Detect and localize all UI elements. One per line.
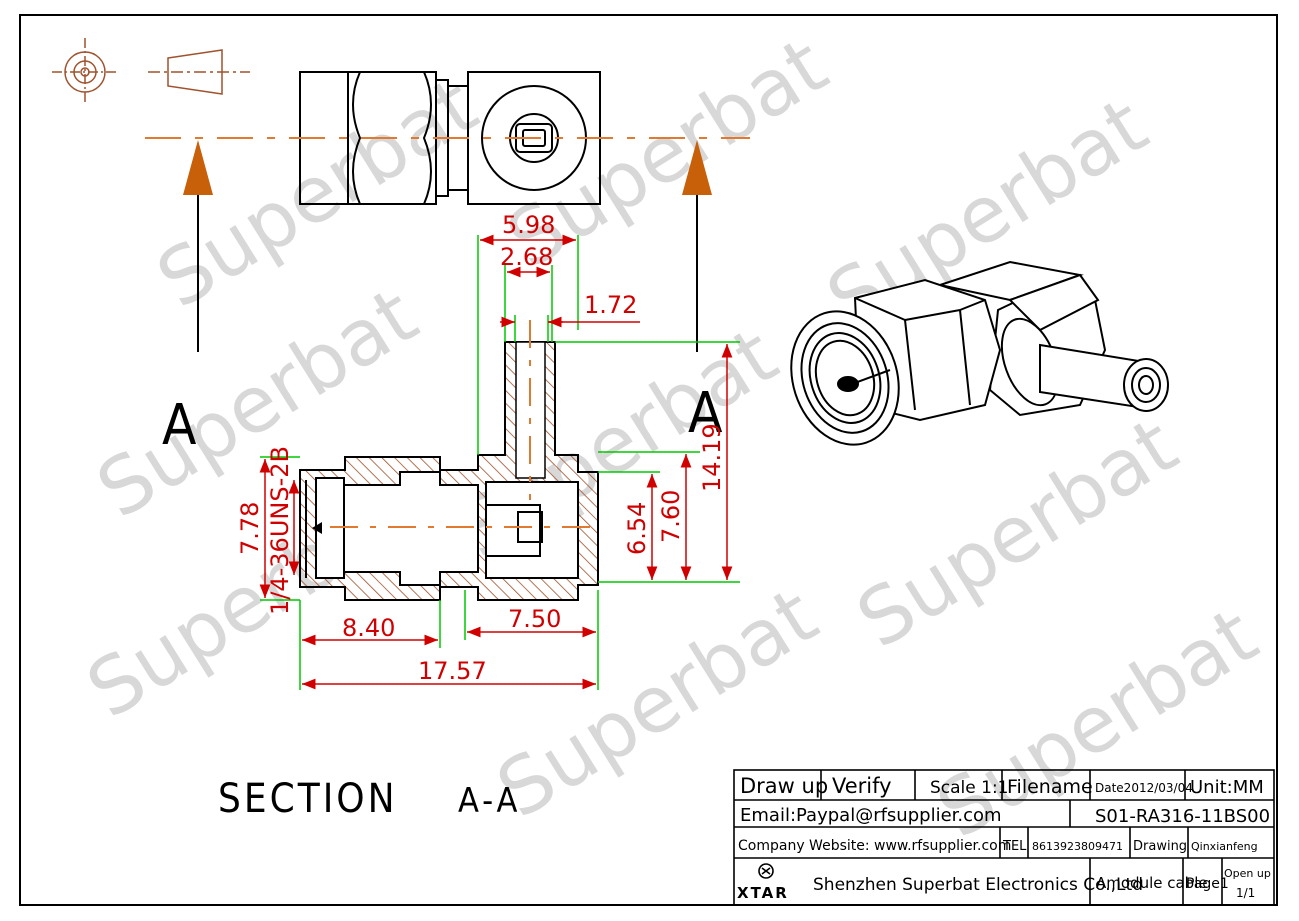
tb-page: Page1 bbox=[1186, 876, 1229, 892]
section-arrow-right-icon bbox=[682, 140, 712, 195]
dim-thread: 1/4-36UNS-2B bbox=[266, 446, 294, 615]
dim-17-57: 17.57 bbox=[418, 657, 487, 685]
tb-scale: Scale 1:1 bbox=[930, 778, 1009, 798]
connector-isometric-view bbox=[790, 260, 1169, 446]
dim-7-50: 7.50 bbox=[508, 605, 561, 633]
tb-drawer: Qinxianfeng bbox=[1191, 840, 1258, 853]
dim-7-78: 7.78 bbox=[236, 502, 264, 555]
tb-logo-text: XTAR bbox=[737, 884, 789, 902]
tb-date: Date2012/03/04 bbox=[1095, 781, 1193, 795]
dim-1-72: 1.72 bbox=[584, 291, 637, 319]
sheet-border bbox=[19, 14, 1278, 906]
xtar-logo-icon: XTAR bbox=[737, 863, 789, 902]
title-block-text: Draw up Verify Scale 1:1 Filename Date20… bbox=[737, 774, 1271, 902]
tb-part-number: S01-RA316-11BS00 bbox=[1095, 806, 1270, 827]
section-arrows bbox=[183, 140, 712, 352]
watermarks: Superbat Superbat Superbat Superbat Supe… bbox=[72, 21, 1272, 856]
dim-14-19: 14.19 bbox=[698, 423, 726, 492]
tb-tel-label: TEL bbox=[1002, 839, 1027, 854]
tb-open-up-ratio: 1/1 bbox=[1236, 886, 1255, 900]
tb-email: Email:Paypal@rfsupplier.com bbox=[740, 805, 1002, 826]
title-block bbox=[733, 769, 1275, 906]
tb-company: Shenzhen Superbat Electronics Co.,Ltd bbox=[813, 875, 1143, 895]
section-view bbox=[299, 320, 600, 601]
dim-2-68: 2.68 bbox=[500, 243, 553, 271]
dim-7-60: 7.60 bbox=[657, 490, 685, 543]
tb-draw-up: Draw up bbox=[740, 774, 828, 798]
dimensions: 5.98 2.68 1.72 14.19 7.60 6.54 7.78 1/4-… bbox=[236, 211, 740, 690]
section-marker-left: A bbox=[162, 393, 197, 458]
watermark: Superbat bbox=[842, 401, 1192, 666]
tb-open-up: Open up bbox=[1224, 867, 1271, 880]
dim-6-54: 6.54 bbox=[623, 502, 651, 555]
dim-5-98: 5.98 bbox=[502, 211, 555, 239]
dim-8-40: 8.40 bbox=[342, 614, 395, 642]
tb-drawing-label: Drawing bbox=[1133, 839, 1187, 854]
tb-website: Company Website: www.rfsupplier.com bbox=[738, 838, 1011, 854]
tb-unit: Unit:MM bbox=[1190, 777, 1264, 798]
tb-cable: Amodule cable bbox=[1096, 874, 1208, 892]
projection-symbol-icon bbox=[52, 38, 250, 105]
tb-verify: Verify bbox=[832, 774, 892, 798]
section-id: A-A bbox=[458, 781, 521, 821]
tb-tel: 8613923809471 bbox=[1032, 840, 1123, 853]
section-title: SECTION bbox=[218, 776, 398, 822]
section-arrow-left-icon bbox=[183, 140, 213, 195]
section-marker-right: A bbox=[688, 381, 723, 446]
tb-filename: Filename bbox=[1007, 776, 1093, 798]
